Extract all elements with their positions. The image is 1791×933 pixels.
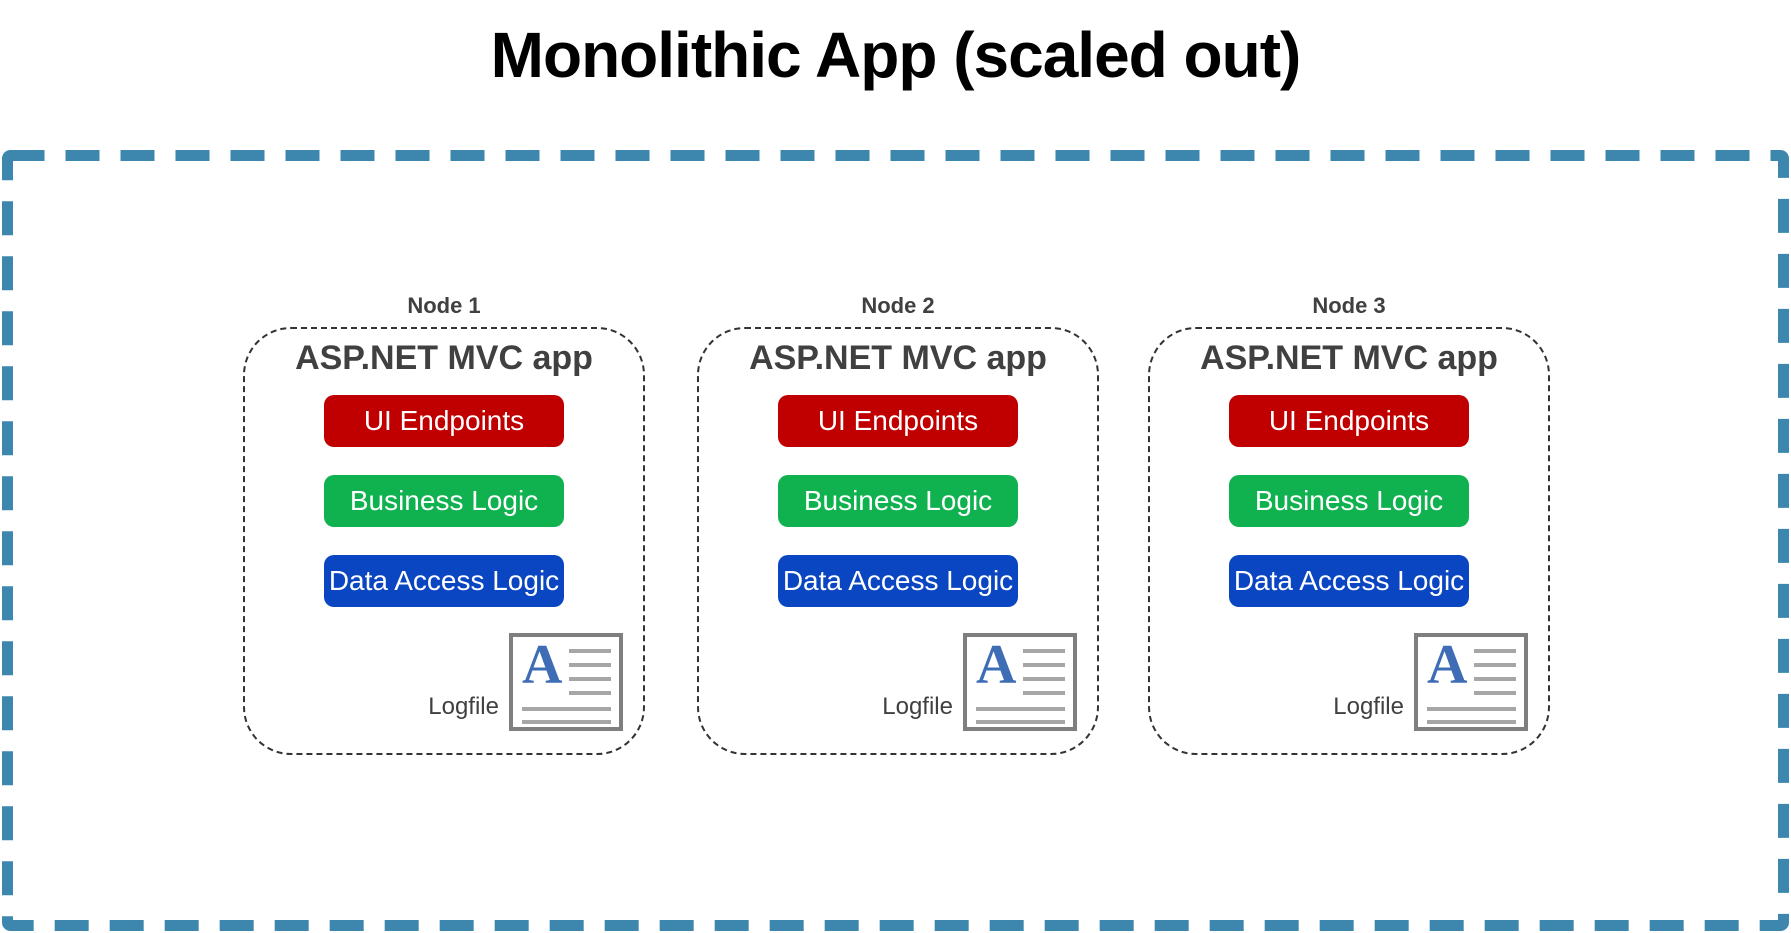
text-line xyxy=(1474,691,1516,695)
node-1: Node 1 ASP.NET MVC app UI Endpoints Busi… xyxy=(243,290,645,755)
logfile: Logfile A xyxy=(428,633,623,731)
text-line xyxy=(1474,677,1516,681)
node-3-app-box: ASP.NET MVC app UI Endpoints Business Lo… xyxy=(1148,327,1550,755)
logfile-document-icon: A xyxy=(963,633,1077,731)
text-line xyxy=(522,707,611,711)
text-line xyxy=(569,677,611,681)
text-line xyxy=(1023,663,1065,667)
letter-a-glyph: A xyxy=(1427,634,1468,696)
text-line xyxy=(976,720,1065,724)
layer-data-access-logic: Data Access Logic xyxy=(1229,555,1469,607)
logfile: Logfile A xyxy=(1333,633,1528,731)
logfile-label: Logfile xyxy=(882,693,953,720)
layer-ui-endpoints: UI Endpoints xyxy=(324,395,564,447)
node-2: Node 2 ASP.NET MVC app UI Endpoints Busi… xyxy=(697,290,1099,755)
letter-a-glyph: A xyxy=(522,634,563,696)
node-3-label: Node 3 xyxy=(1312,293,1386,318)
logfile-document-icon: A xyxy=(509,633,623,731)
text-line xyxy=(1474,663,1516,667)
text-line xyxy=(569,691,611,695)
node-1-label: Node 1 xyxy=(407,293,481,318)
text-line xyxy=(569,649,611,653)
app-title: ASP.NET MVC app xyxy=(749,339,1047,377)
text-line xyxy=(1427,720,1516,724)
logfile: Logfile A xyxy=(882,633,1077,731)
node-2-app-box: ASP.NET MVC app UI Endpoints Business Lo… xyxy=(697,327,1099,755)
layer-business-logic: Business Logic xyxy=(1229,475,1469,527)
letter-a-glyph: A xyxy=(976,634,1017,696)
text-line xyxy=(1023,691,1065,695)
outer-dashed-border xyxy=(2,150,1789,931)
logfile-label: Logfile xyxy=(428,693,499,720)
layer-business-logic: Business Logic xyxy=(324,475,564,527)
page-title: Monolithic App (scaled out) xyxy=(490,19,1302,91)
layer-data-access-logic: Data Access Logic xyxy=(324,555,564,607)
layer-business-logic: Business Logic xyxy=(778,475,1018,527)
text-line xyxy=(976,707,1065,711)
layer-ui-endpoints: UI Endpoints xyxy=(778,395,1018,447)
app-title: ASP.NET MVC app xyxy=(295,339,593,377)
text-line xyxy=(569,663,611,667)
node-2-label: Node 2 xyxy=(861,293,935,318)
app-title: ASP.NET MVC app xyxy=(1200,339,1498,377)
text-line xyxy=(1474,649,1516,653)
text-line xyxy=(1427,707,1516,711)
layer-data-access-logic: Data Access Logic xyxy=(778,555,1018,607)
text-line xyxy=(1023,649,1065,653)
layer-ui-endpoints: UI Endpoints xyxy=(1229,395,1469,447)
logfile-label: Logfile xyxy=(1333,693,1404,720)
node-1-app-box: ASP.NET MVC app UI Endpoints Business Lo… xyxy=(243,327,645,755)
logfile-document-icon: A xyxy=(1414,633,1528,731)
text-line xyxy=(522,720,611,724)
node-3: Node 3 ASP.NET MVC app UI Endpoints Busi… xyxy=(1148,290,1550,755)
text-line xyxy=(1023,677,1065,681)
